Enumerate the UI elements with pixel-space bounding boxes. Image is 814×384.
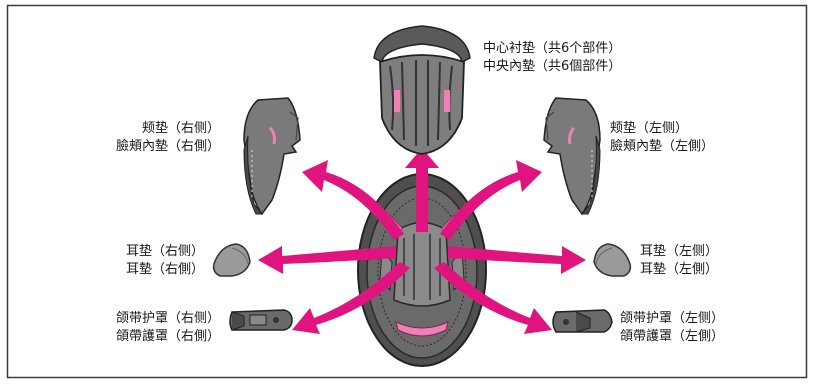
arrows bbox=[258, 148, 586, 334]
label-ear-right-line1: 耳垫（右侧） bbox=[125, 244, 204, 259]
cheek-pad-left-part bbox=[543, 97, 601, 216]
label-cheek-right-line2: 臉頰內墊（右側） bbox=[115, 139, 220, 154]
label-cheek-right: 颊垫（右侧） 臉頰內墊（右側） bbox=[90, 120, 220, 156]
arrow-right bbox=[448, 246, 586, 274]
label-chin-left-line2: 頜帶護罩（左側） bbox=[620, 329, 725, 344]
arrow-left bbox=[258, 246, 396, 274]
label-center-pad-line2: 中央內墊（共6個部件） bbox=[483, 59, 622, 74]
label-ear-left: 耳垫（左侧） 耳墊（左側） bbox=[640, 243, 718, 279]
label-chin-left: 颌带护罩（左侧） 頜帶護罩（左側） bbox=[620, 310, 724, 346]
label-center-pad: 中心衬垫（共6个部件） 中央內墊（共6個部件） bbox=[483, 40, 621, 76]
label-chin-left-line1: 颌带护罩（左侧） bbox=[620, 311, 725, 326]
label-ear-left-line1: 耳垫（左侧） bbox=[640, 244, 719, 259]
label-chin-right-line1: 颌带护罩（右侧） bbox=[115, 311, 220, 326]
ear-pad-left-part bbox=[593, 243, 632, 277]
label-ear-left-line2: 耳墊（左側） bbox=[640, 262, 719, 277]
label-center-pad-line1: 中心衬垫（共6个部件） bbox=[483, 41, 622, 56]
arrow-up bbox=[405, 148, 439, 232]
cheek-pad-right-part bbox=[243, 97, 301, 216]
ear-pad-right-part bbox=[212, 243, 251, 277]
label-ear-right: 耳垫（右侧） 耳墊（右側） bbox=[100, 243, 204, 279]
label-cheek-left: 颊垫（左侧） 臉頰內墊（左側） bbox=[610, 120, 714, 156]
center-pad-part bbox=[373, 25, 471, 155]
arrow-lower-right bbox=[434, 262, 552, 334]
diagram-border bbox=[6, 4, 808, 379]
chin-cover-right-part bbox=[229, 309, 293, 331]
arrow-upper-right bbox=[440, 160, 542, 240]
label-cheek-right-line1: 颊垫（右侧） bbox=[141, 121, 220, 136]
label-chin-right-line2: 頜帶護罩（右側） bbox=[115, 329, 220, 344]
label-chin-right: 颌带护罩（右侧） 頜帶護罩（右側） bbox=[78, 310, 220, 346]
label-ear-right-line2: 耳墊（右側） bbox=[125, 262, 204, 277]
chin-cover-left-part bbox=[552, 309, 613, 333]
label-cheek-left-line1: 颊垫（左侧） bbox=[610, 121, 689, 136]
label-cheek-left-line2: 臉頰內墊（左側） bbox=[610, 139, 715, 154]
arrow-lower-left bbox=[292, 262, 410, 334]
arrow-upper-left bbox=[302, 160, 404, 240]
